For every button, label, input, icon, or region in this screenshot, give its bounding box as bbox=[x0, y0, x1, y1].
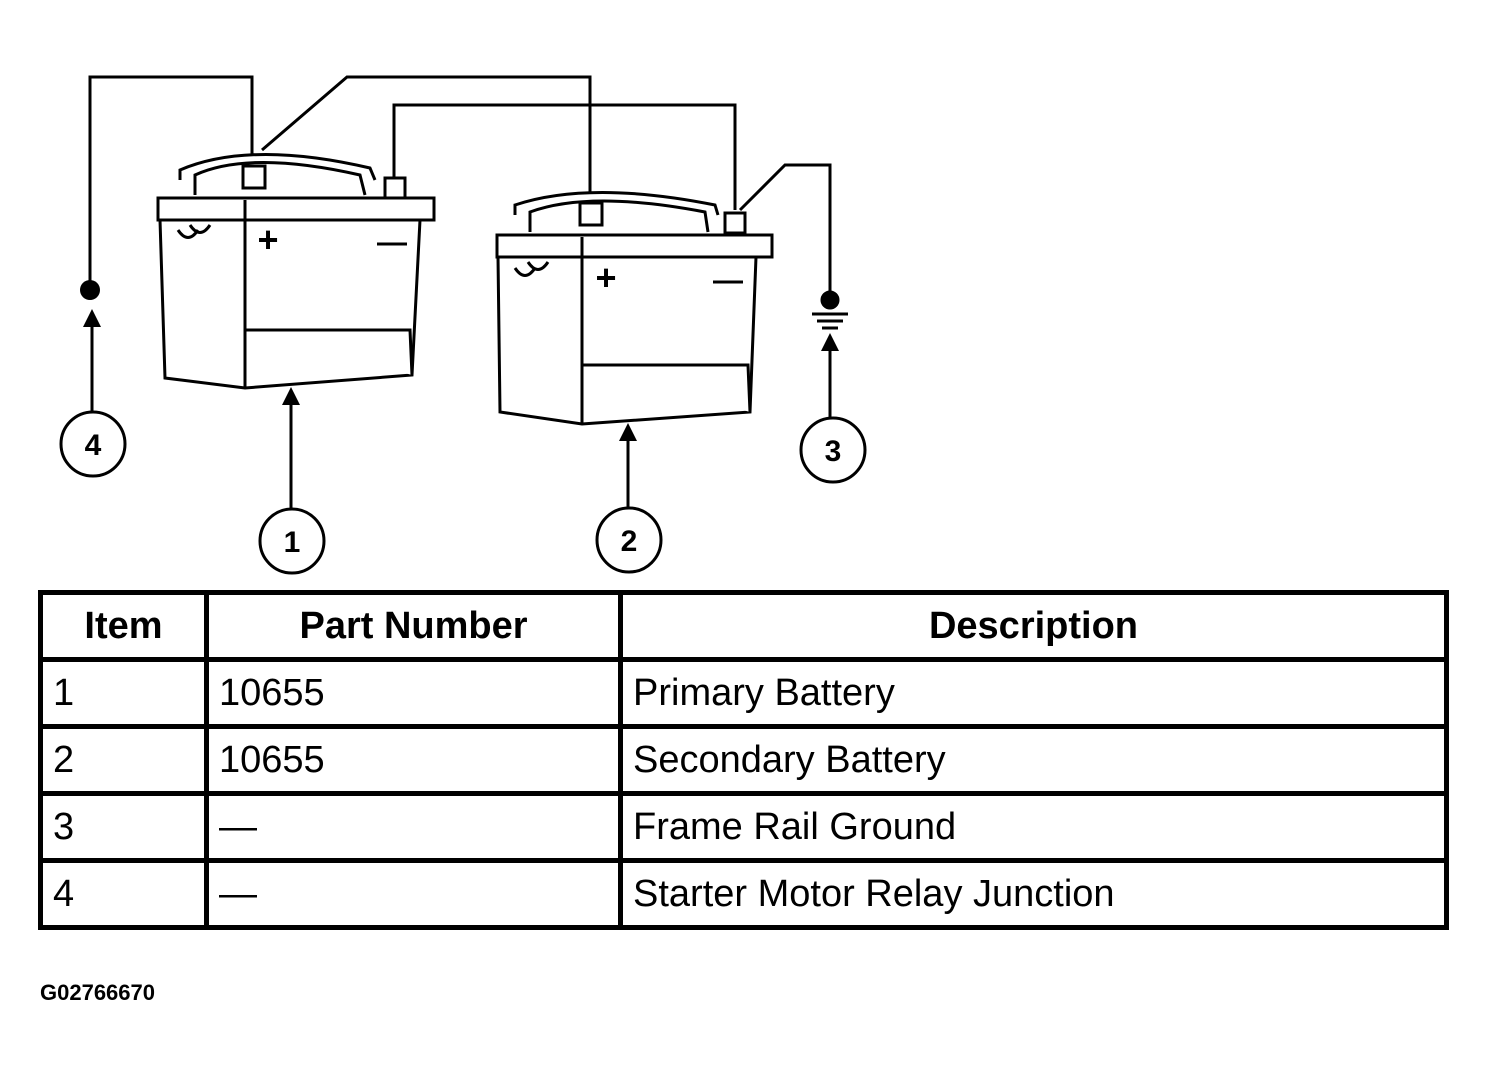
callout-1: 1 bbox=[258, 507, 326, 575]
callout-3: 3 bbox=[799, 416, 867, 484]
battery-lid bbox=[156, 196, 436, 222]
table-row: 4 — Starter Motor Relay Junction bbox=[38, 858, 1449, 930]
battery-side-vent bbox=[176, 224, 212, 239]
callout-2-label: 2 bbox=[621, 525, 638, 558]
cable-secondary-negative-to-ground bbox=[738, 163, 832, 295]
junction-dot bbox=[80, 280, 100, 300]
callout-4: 4 bbox=[59, 410, 127, 478]
battery-lid bbox=[495, 233, 774, 259]
primary-negative-sign: — bbox=[377, 226, 407, 259]
cable-primary-negative-to-secondary-negative bbox=[392, 103, 737, 210]
table-row: 2 10655 Secondary Battery bbox=[38, 724, 1449, 796]
callout-leaders bbox=[83, 309, 839, 508]
callout-4-label: 4 bbox=[85, 429, 102, 462]
callout-3-label: 3 bbox=[825, 435, 842, 468]
table-row: 1 10655 Primary Battery bbox=[38, 657, 1449, 729]
figure-id: G02766670 bbox=[40, 980, 155, 1005]
cell-part-number: 10655 bbox=[204, 724, 623, 796]
cell-description: Frame Rail Ground bbox=[618, 791, 1449, 863]
negative-terminal-post bbox=[383, 176, 407, 200]
cell-description: Starter Motor Relay Junction bbox=[618, 858, 1449, 930]
secondary-negative-sign: — bbox=[713, 264, 743, 297]
callout-2: 2 bbox=[595, 506, 663, 574]
parts-table: Item Part Number Description 1 10655 Pri… bbox=[38, 590, 1449, 930]
cell-item: 3 bbox=[38, 791, 209, 863]
header-description: Description bbox=[618, 590, 1449, 662]
cell-part-number: — bbox=[204, 791, 623, 863]
cell-item: 2 bbox=[38, 724, 209, 796]
header-item: Item bbox=[38, 590, 209, 662]
battery-foot bbox=[582, 363, 752, 413]
secondary-positive-sign: + bbox=[595, 257, 616, 298]
wiring-harness bbox=[88, 75, 832, 295]
cell-part-number: 10655 bbox=[204, 657, 623, 729]
positive-terminal-post bbox=[241, 164, 267, 190]
primary-battery bbox=[156, 152, 436, 390]
ground-symbol bbox=[812, 290, 848, 330]
cable-primary-positive-to-secondary-positive bbox=[261, 75, 592, 200]
negative-terminal-post bbox=[723, 211, 747, 235]
battery-foot bbox=[245, 328, 414, 376]
table-header-row: Item Part Number Description bbox=[38, 590, 1449, 662]
table-row: 3 — Frame Rail Ground bbox=[38, 791, 1449, 863]
battery-side-vent bbox=[513, 261, 550, 277]
cell-part-number: — bbox=[204, 858, 623, 930]
header-part-number: Part Number bbox=[204, 590, 623, 662]
cell-description: Secondary Battery bbox=[618, 724, 1449, 796]
positive-terminal-post bbox=[578, 201, 604, 227]
battery-handle-inner bbox=[528, 199, 710, 233]
cell-item: 4 bbox=[38, 858, 209, 930]
battery-wiring-diagram: + — + — 4 1 2 bbox=[59, 75, 867, 575]
cell-item: 1 bbox=[38, 657, 209, 729]
cable-junction-to-primary-positive bbox=[88, 75, 254, 290]
battery-handle-inner bbox=[193, 161, 367, 196]
primary-positive-sign: + bbox=[257, 219, 278, 260]
secondary-battery bbox=[495, 191, 774, 426]
cell-description: Primary Battery bbox=[618, 657, 1449, 729]
callout-1-label: 1 bbox=[284, 526, 301, 559]
